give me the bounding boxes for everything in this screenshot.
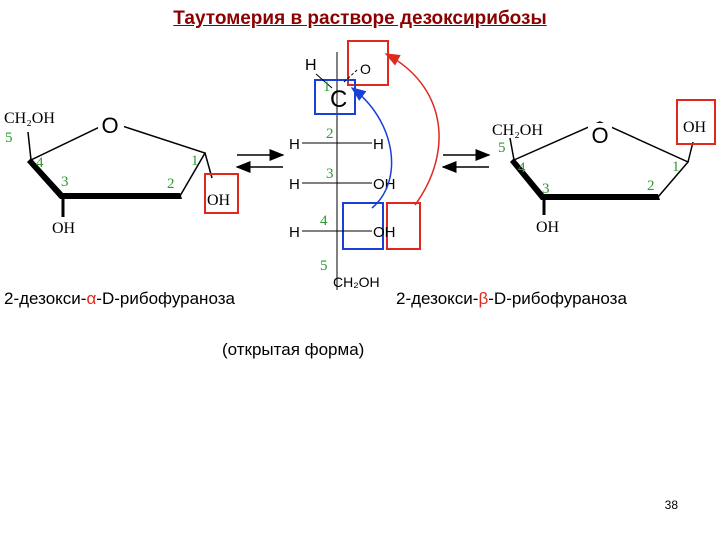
beta-greek-letter: β bbox=[478, 289, 489, 308]
alpha-caption: 2-дезокси-α-D-рибофураноза bbox=[4, 289, 235, 309]
c3-oh: OH bbox=[373, 176, 396, 193]
alpha-num-3: 3 bbox=[61, 174, 69, 190]
slide-title: Таутомерия в растворе дезоксирибозы bbox=[173, 8, 547, 29]
alpha-num-1: 1 bbox=[191, 153, 199, 169]
alpha-greek-letter: α bbox=[86, 289, 97, 308]
blue-attack-arrow bbox=[350, 87, 393, 209]
beta-c3-oh: OH bbox=[536, 219, 560, 236]
c4-oh-blue-highlight bbox=[342, 202, 384, 250]
alpha-num-5: 5 bbox=[5, 130, 13, 146]
beta-caption-prefix: 2-дезокси- bbox=[396, 289, 479, 308]
alpha-furanose: O CH₂OH OH OH 5 4 3 2 1 bbox=[4, 110, 239, 237]
beta-caption: 2-дезокси-β-D-рибофураноза bbox=[396, 289, 627, 309]
c1-h: H bbox=[305, 57, 317, 74]
beta-ring-wedge-front bbox=[510, 158, 660, 200]
c2-h-left: H bbox=[289, 136, 300, 153]
c1-o: O bbox=[360, 61, 371, 77]
open-num-3: 3 bbox=[326, 166, 334, 182]
alpha-ch2oh: CH₂OH bbox=[4, 110, 55, 127]
c2-h-right: H bbox=[373, 136, 384, 153]
alpha-c3-oh: OH bbox=[52, 220, 76, 237]
beta-ch2oh: CH₂OH bbox=[492, 122, 543, 139]
alpha-anomeric-oh-highlight bbox=[204, 173, 239, 214]
open-ch2oh: CH₂OH bbox=[333, 274, 380, 290]
open-form-caption: (открытая форма) bbox=[222, 340, 365, 359]
equilibrium-arrows-left bbox=[235, 149, 285, 173]
alpha-num-4: 4 bbox=[36, 155, 44, 171]
open-num-2: 2 bbox=[326, 126, 334, 142]
c3-h: H bbox=[289, 176, 300, 193]
beta-c1-oh: OH bbox=[683, 119, 707, 136]
alpha-num-2: 2 bbox=[167, 176, 175, 192]
equilibrium-arrows-right bbox=[441, 149, 491, 173]
beta-num-2: 2 bbox=[647, 178, 655, 194]
red-attack-arrow bbox=[384, 53, 440, 206]
page-number: 38 bbox=[664, 498, 678, 512]
c4-oh-red-highlight bbox=[386, 202, 421, 250]
beta-anomeric-oh-highlight bbox=[676, 99, 716, 145]
beta-furanose: O CH₂OH OH OH 5 4 3 2 1 bbox=[492, 99, 716, 236]
open-num-4: 4 bbox=[320, 213, 328, 229]
beta-num-4: 4 bbox=[518, 160, 526, 176]
alpha-c1-oh: OH bbox=[207, 192, 231, 209]
beta-num-5: 5 bbox=[498, 140, 506, 156]
alpha-caption-prefix: 2-дезокси- bbox=[4, 289, 87, 308]
alpha-ring-oxygen: O bbox=[101, 113, 118, 138]
beta-caption-suffix: -D-рибофураноза bbox=[488, 289, 627, 308]
open-chain-form: H O C 1 H H 2 H OH 3 H OH 4 5 CH₂OH bbox=[289, 40, 440, 290]
alpha-caption-suffix: -D-рибофураноза bbox=[96, 289, 235, 308]
beta-ring-oxygen: O bbox=[591, 123, 608, 148]
beta-num-3: 3 bbox=[542, 181, 550, 197]
c4-h: H bbox=[289, 224, 300, 241]
c4-oh: OH bbox=[373, 224, 396, 241]
open-num-1: 1 bbox=[323, 79, 331, 95]
c1-carbon: C bbox=[330, 86, 347, 113]
alpha-ring-wedge-front bbox=[27, 158, 182, 199]
open-num-5: 5 bbox=[320, 258, 328, 274]
beta-num-1: 1 bbox=[672, 159, 680, 175]
